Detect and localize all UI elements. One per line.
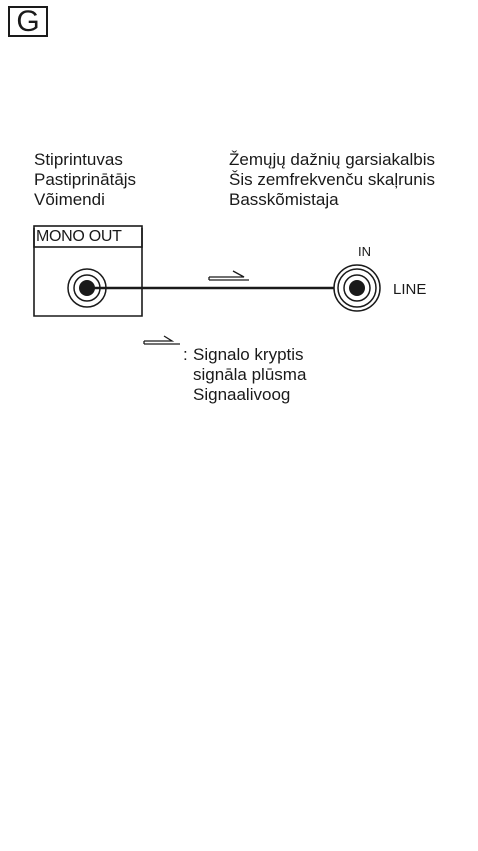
subwoofer-label-et: Basskõmistaja — [229, 190, 339, 209]
mono-out-label: MONO OUT — [36, 228, 122, 245]
in-label: IN — [358, 244, 371, 259]
line-in-jack-icon — [333, 264, 381, 312]
subwoofer-label-lv: Šis zemfrekvenču skaļrunis — [229, 170, 435, 189]
legend-text: Signalo kryptis signāla plūsma Signaaliv… — [193, 345, 306, 405]
signal-direction-arrow-icon — [208, 270, 249, 281]
amplifier-label-lt: Stiprintuvas — [34, 150, 123, 169]
legend-line-lt: Signalo kryptis — [193, 345, 304, 364]
section-badge: G — [8, 6, 48, 37]
amplifier-label-lv: Pastiprinātājs — [34, 170, 137, 189]
line-label: LINE — [393, 281, 427, 298]
subwoofer-label-lt: Žemųjų dažnių garsiakalbis — [229, 150, 435, 169]
mono-out-label-frame — [33, 225, 143, 248]
amplifier-label-et: Võimendi — [34, 190, 105, 209]
legend-line-et: Signaalivoog — [193, 385, 291, 404]
amplifier-labels: Stiprintuvas Pastiprinātājs Võimendi — [34, 150, 136, 210]
legend-colon: : — [183, 345, 188, 364]
amplifier-panel-outline — [33, 228, 143, 317]
legend-line-lv: signāla plūsma — [193, 365, 307, 384]
legend-arrow-icon — [143, 335, 180, 345]
subwoofer-labels: Žemųjų dažnių garsiakalbis Šis zemfrekve… — [229, 150, 435, 210]
